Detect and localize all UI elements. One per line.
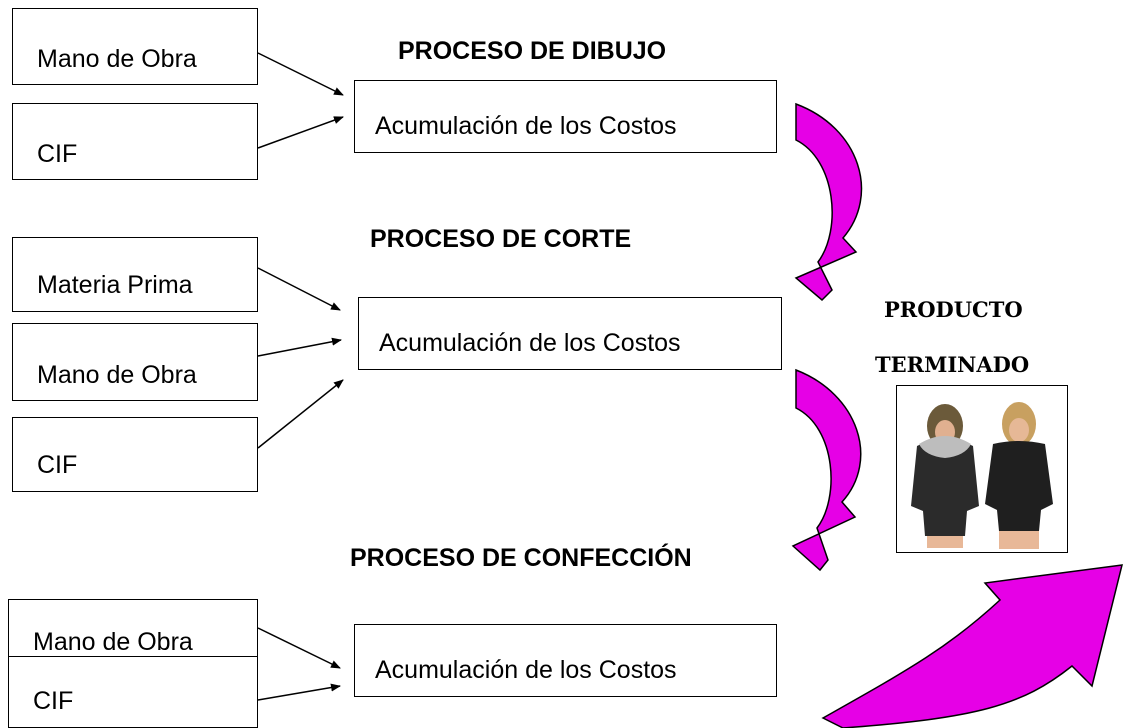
flow-arrow (257, 267, 341, 311)
input-box-mano-de-obra-1: Mano de Obra (12, 8, 258, 85)
stage-title-dibujo: PROCESO DE DIBUJO (398, 37, 667, 65)
finished-product-image (896, 385, 1068, 553)
input-label: Materia Prima (37, 271, 193, 299)
accumulation-box-corte: Acumulación de los Costos (358, 297, 782, 370)
input-label: CIF (37, 140, 78, 168)
accumulation-box-dibujo: Acumulación de los Costos (354, 80, 777, 153)
input-label: Mano de Obra (33, 628, 193, 656)
input-box-cif-3: CIF (8, 656, 258, 728)
flow-arrow (257, 683, 341, 701)
curved-arrow-3 (821, 564, 1123, 728)
product-label-line2: TERMINADO (875, 352, 1030, 377)
input-box-cif-1: CIF (12, 103, 258, 180)
curved-arrow-2 (791, 368, 862, 572)
input-label: Mano de Obra (37, 361, 197, 389)
stage-title-confeccion: PROCESO DE CONFECCIÓN (350, 544, 692, 572)
accumulation-box-confeccion: Acumulación de los Costos (354, 624, 777, 697)
accumulation-label: Acumulación de los Costos (375, 112, 677, 140)
accumulation-label: Acumulación de los Costos (379, 329, 681, 357)
input-label: CIF (33, 687, 74, 715)
flow-arrow (257, 52, 344, 96)
flow-arrow (257, 337, 342, 357)
flow-arrow (257, 379, 344, 449)
input-box-mano-de-obra-2: Mano de Obra (12, 323, 258, 401)
jacket-models-image (911, 402, 1053, 549)
flow-arrow (257, 627, 341, 669)
curved-arrow-1 (794, 102, 863, 302)
input-label: CIF (37, 451, 78, 479)
flow-arrow (257, 116, 344, 149)
product-label-line1: PRODUCTO (884, 297, 1023, 322)
input-label: Mano de Obra (37, 45, 197, 73)
stage-title-corte: PROCESO DE CORTE (370, 225, 632, 253)
accumulation-label: Acumulación de los Costos (375, 656, 677, 684)
input-box-materia-prima-2: Materia Prima (12, 237, 258, 312)
input-box-cif-2: CIF (12, 417, 258, 492)
